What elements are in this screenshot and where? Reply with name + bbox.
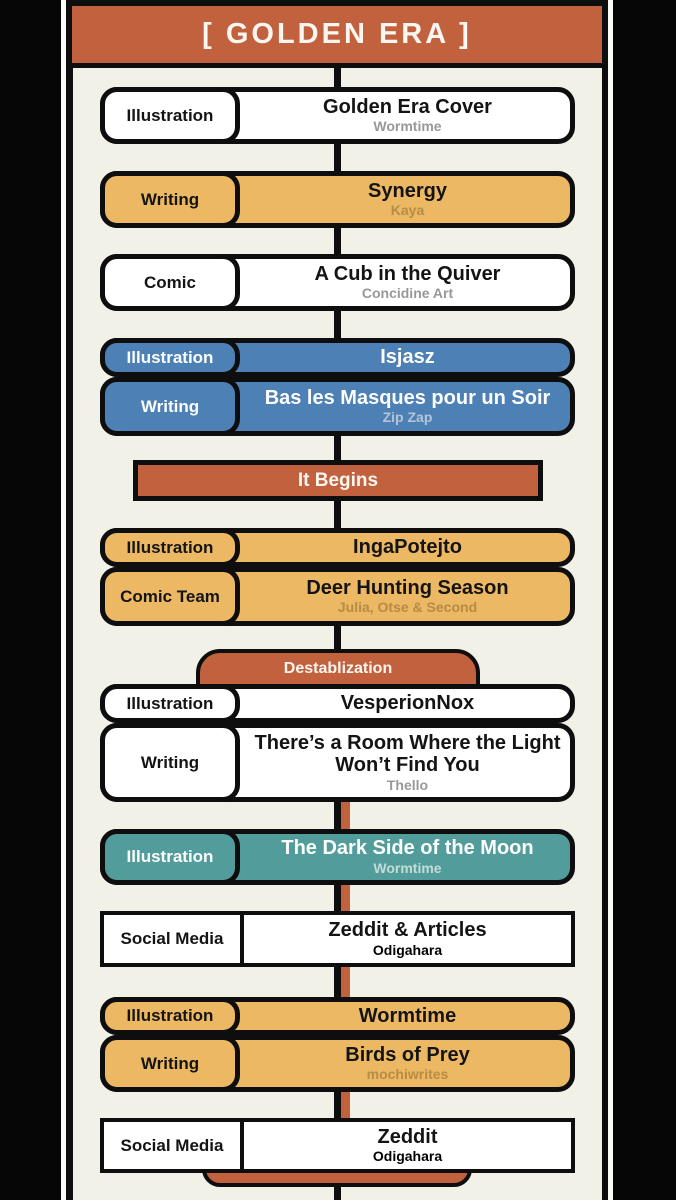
card-title: VesperionNox [340, 692, 475, 715]
card-room-where-light-wont-find-you: Writing There’s a Room Where the Light W… [100, 723, 575, 802]
card-title: Birds of Prey [345, 1043, 470, 1066]
milestone-it-begins: It Begins [133, 460, 543, 501]
card-type-label: Illustration [100, 528, 240, 567]
card-zeddit: Social Media Zeddit Odigahara [100, 1118, 575, 1173]
card-type-label: Illustration [100, 338, 240, 377]
card-title: Wormtime [358, 1004, 457, 1027]
card-type-label: Writing [100, 377, 240, 436]
card-zeddit-and-articles: Social Media Zeddit & Articles Odigahara [100, 911, 575, 967]
card-subtitle: Odigahara [372, 1148, 443, 1165]
card-type-label: Writing [100, 171, 240, 228]
card-type-label: Illustration [100, 87, 240, 144]
card-title: Bas les Masques pour un Soir [264, 386, 551, 409]
card-title: Isjasz [380, 346, 435, 369]
card-vesperionnox: Illustration VesperionNox [100, 684, 575, 723]
card-subtitle: Odigahara [372, 941, 443, 958]
card-dark-side-of-the-moon: Illustration The Dark Side of the Moon W… [100, 829, 575, 885]
card-bas-les-masques: Writing Bas les Masques pour un Soir Zip… [100, 377, 575, 436]
card-type-label: Writing [100, 723, 240, 802]
card-deer-hunting-season: Comic Team Deer Hunting Season Julia, Ot… [100, 567, 575, 626]
card-type-label: Comic Team [100, 567, 240, 626]
card-title: Zeddit [377, 1125, 438, 1148]
card-subtitle: Wormtime [373, 859, 442, 876]
card-type-label: Illustration [100, 997, 240, 1035]
card-synergy: Writing Synergy Kaya [100, 171, 575, 228]
card-subtitle: mochiwrites [366, 1066, 449, 1083]
card-subtitle: Thello [386, 776, 429, 793]
card-title: IngaPotejto [353, 536, 462, 559]
card-title: Zeddit & Articles [328, 919, 487, 942]
card-type-label: Illustration [100, 684, 240, 723]
card-subtitle: Kaya [390, 202, 425, 219]
card-ingapotejto: Illustration IngaPotejto [100, 528, 575, 567]
card-title: Synergy [368, 179, 447, 202]
card-a-cub-in-the-quiver: Comic A Cub in the Quiver Concidine Art [100, 254, 575, 311]
card-type-label: Comic [100, 254, 240, 311]
timeline-connector-black [334, 64, 341, 1200]
card-golden-era-cover: Illustration Golden Era Cover Wormtime [100, 87, 575, 144]
era-title-banner: [ GOLDEN ERA ] [66, 0, 608, 68]
card-birds-of-prey: Writing Birds of Prey mochiwrites [100, 1035, 575, 1092]
card-type-label: Social Media [104, 915, 244, 963]
card-subtitle: Zip Zap [382, 409, 433, 426]
card-isjasz: Illustration Isjasz [100, 338, 575, 377]
era-title-text: [ GOLDEN ERA ] [202, 18, 472, 50]
card-type-label: Social Media [104, 1122, 244, 1169]
card-title: The Dark Side of the Moon [281, 837, 534, 860]
milestone-text: Destablization [283, 660, 393, 677]
card-title: Golden Era Cover [323, 95, 492, 118]
card-subtitle: Julia, Otse & Second [337, 599, 478, 616]
card-title: Deer Hunting Season [306, 576, 509, 599]
card-wormtime: Illustration Wormtime [100, 997, 575, 1035]
card-subtitle: Concidine Art [361, 285, 454, 302]
card-type-label: Illustration [100, 829, 240, 885]
card-subtitle: Wormtime [373, 118, 442, 135]
card-type-label: Writing [100, 1035, 240, 1092]
card-title: There’s a Room Where the Light Won’t Fin… [254, 731, 561, 777]
milestone-text: It Begins [297, 469, 379, 491]
card-title: A Cub in the Quiver [314, 262, 501, 285]
